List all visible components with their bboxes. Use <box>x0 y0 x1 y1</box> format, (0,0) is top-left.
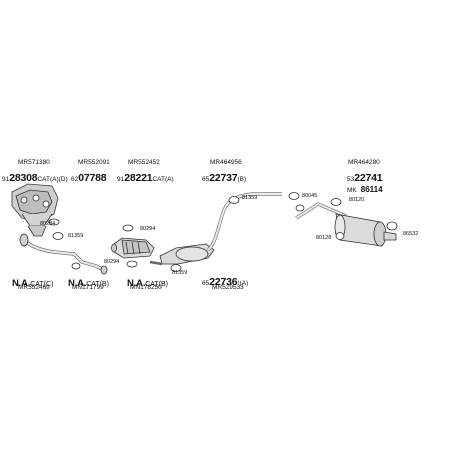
part-6207788: 6207788 <box>71 169 107 185</box>
catalytic-converter <box>111 237 155 259</box>
part-mk86114-number: 86114 <box>360 185 383 194</box>
na-cat-b-2-label: N.A. <box>127 278 146 289</box>
ref-mr571380: MR571380 <box>18 159 50 166</box>
part-6522736-number: 22736 <box>209 276 238 288</box>
part-6522737-prefix: 65 <box>202 176 210 183</box>
ref-mn178250: MN178250 <box>130 284 162 291</box>
part-5322741-prefix: 53 <box>347 176 355 183</box>
ref-mr552469: MR552469 <box>18 284 50 291</box>
ref-mr552452: MR552452 <box>128 159 160 166</box>
part-6522737-number: 22737 <box>209 172 238 184</box>
part-5322741: 5322741 <box>347 169 383 185</box>
code-81359-a: 81359 <box>68 233 84 239</box>
na-cat-c-label: N.A. <box>12 278 31 289</box>
exhaust-manifold <box>11 183 59 237</box>
part-9128221-prefix: 91 <box>117 176 125 183</box>
rear-silencer <box>334 213 397 247</box>
code-80294-a: 80294 <box>140 226 156 232</box>
ref-mr464956: MR464956 <box>210 159 242 166</box>
part-6207788-prefix: 62 <box>71 176 79 183</box>
part-9128221: 9128221CAT(A) <box>117 169 174 185</box>
code-81359-b: 81359 <box>172 270 188 276</box>
part-5322741-number: 22741 <box>354 172 383 184</box>
part-9128221-suffix: CAT(A) <box>152 176 174 183</box>
code-80294-b: 80294 <box>104 259 120 265</box>
part-9128221-number: 28221 <box>124 172 153 184</box>
na-cat-b-1-suffix: CAT(B) <box>86 281 110 288</box>
rear-pipe <box>295 202 347 220</box>
part-6207788-number: 07788 <box>78 172 107 184</box>
part-6522736: 6522736¹(A) <box>202 273 248 289</box>
code-80128: 80128 <box>316 235 332 241</box>
code-80045: 80045 <box>302 193 318 199</box>
part-mk86114-prefix: MK <box>347 187 357 194</box>
part-9128308-prefix: 91 <box>2 176 10 183</box>
front-pipe <box>19 233 108 275</box>
na-cat-b-2-suffix: CAT(B) <box>145 281 169 288</box>
code-80120: 80120 <box>349 197 365 203</box>
ref-mn171799: MN171799 <box>72 284 104 291</box>
part-6522737-suffix: (B) <box>237 176 247 183</box>
na-cat-b-1: N.A.CAT(B) <box>68 274 109 290</box>
na-cat-c: N.A.CAT(C) <box>12 274 53 290</box>
part-6522737: 6522737(B) <box>202 169 246 185</box>
na-cat-b-1-label: N.A. <box>68 278 87 289</box>
code-81359-c: 81359 <box>242 195 258 201</box>
part-9128308-suffix: CAT(A)(D) <box>37 176 68 183</box>
middle-silencer <box>149 192 282 266</box>
part-6522736-suffix: ¹(A) <box>237 280 249 287</box>
code-80284: 80284 <box>40 221 56 227</box>
ref-mr552091: MR552091 <box>78 159 110 166</box>
ref-mr464280: MR464280 <box>348 159 380 166</box>
na-cat-b-2: N.A.CAT(B) <box>127 274 168 290</box>
part-6522736-prefix: 65 <box>202 280 210 287</box>
ref-mr529533: MR529533 <box>212 284 244 291</box>
part-9128308-number: 28308 <box>9 172 38 184</box>
code-86532: 86532 <box>403 231 419 237</box>
gaskets <box>48 192 398 272</box>
na-cat-c-suffix: CAT(C) <box>30 281 54 288</box>
part-9128308: 9128308CAT(A)(D) <box>2 169 68 185</box>
